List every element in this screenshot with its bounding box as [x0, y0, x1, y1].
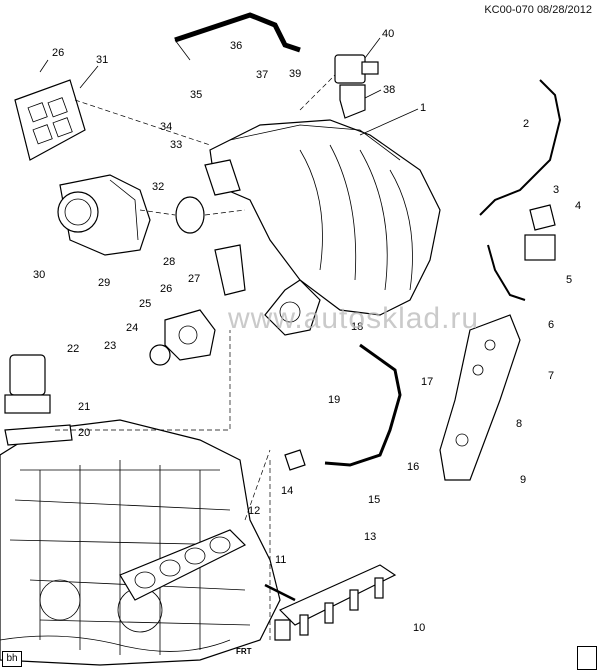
callout-13: 13 — [364, 531, 376, 543]
callout-21: 21 — [78, 401, 90, 413]
hose-36 — [174, 12, 301, 53]
callout-27: 27 — [188, 273, 200, 285]
document-icon — [577, 646, 597, 670]
callout-5: 5 — [566, 274, 572, 286]
diagram-header: KC00-070 08/28/2012 — [484, 4, 592, 16]
callout-8: 8 — [516, 418, 522, 430]
callout-30: 30 — [33, 269, 45, 281]
callout-25: 25 — [139, 298, 151, 310]
callout-11: 11 — [275, 554, 286, 566]
callout-28: 28 — [163, 256, 175, 268]
callout-26b: 26 — [160, 283, 172, 295]
fuel-rail-13 — [274, 564, 397, 641]
gasket-12 — [119, 529, 247, 601]
callout-34: 34 — [160, 121, 172, 133]
forward-arrow-icon: FRT — [236, 647, 252, 656]
diagram-date: 08/28/2012 — [536, 4, 592, 16]
callout-32: 32 — [152, 181, 164, 193]
callout-33: 33 — [170, 139, 182, 151]
callout-31: 31 — [96, 54, 108, 66]
callout-40: 40 — [382, 28, 394, 40]
valve-25 — [164, 309, 216, 361]
hose-2 — [479, 79, 562, 216]
callout-17: 17 — [421, 376, 433, 388]
dashed-guides — [55, 74, 336, 640]
gasket-24 — [149, 344, 171, 366]
gasket-31 — [14, 79, 86, 161]
bracket-38 — [339, 84, 366, 119]
bracket-8 — [439, 314, 521, 481]
seal-32 — [175, 196, 205, 234]
callout-24: 24 — [126, 322, 138, 334]
callout-3: 3 — [553, 184, 559, 196]
hose-6 — [487, 244, 526, 301]
throttle-body — [57, 174, 151, 256]
bracket-27 — [214, 244, 246, 296]
callout-37: 37 — [256, 69, 268, 81]
egr-valve-21 — [4, 354, 51, 414]
callout-12: 12 — [248, 505, 260, 517]
callout-16: 16 — [407, 461, 419, 473]
callout-6: 6 — [548, 319, 554, 331]
bracket-3 — [529, 204, 556, 231]
callout-2: 2 — [523, 118, 529, 130]
callout-9: 9 — [520, 474, 526, 486]
callout-38: 38 — [383, 84, 395, 96]
callout-20: 20 — [78, 427, 90, 439]
callout-29: 29 — [98, 277, 110, 289]
diagram-code: KC00-070 — [484, 4, 534, 16]
callout-4: 4 — [575, 200, 581, 212]
hose-17 — [324, 343, 402, 467]
watermark: www.autosklad.ru — [228, 302, 480, 335]
callout-26: 26 — [52, 47, 64, 59]
solenoid-40 — [334, 54, 379, 84]
callout-19: 19 — [328, 394, 340, 406]
callout-7: 7 — [548, 370, 554, 382]
callout-10: 10 — [413, 622, 425, 634]
sensor-5 — [524, 234, 556, 261]
callout-23: 23 — [104, 340, 116, 352]
callout-1: 1 — [420, 102, 426, 114]
callout-15: 15 — [368, 494, 380, 506]
callout-39: 39 — [289, 68, 301, 80]
callout-14: 14 — [281, 485, 293, 497]
callout-22: 22 — [67, 343, 79, 355]
badge-bh: bh — [2, 651, 22, 667]
pipe-14 — [284, 449, 306, 471]
callout-36: 36 — [230, 40, 242, 52]
stud-11 — [264, 583, 296, 602]
callout-labels: 26 31 36 40 37 39 38 35 1 34 33 2 32 3 4… — [33, 28, 581, 634]
hose-36-end — [174, 39, 191, 61]
forward-label: FRT — [236, 647, 252, 656]
callout-35: 35 — [190, 89, 202, 101]
intake-manifold — [204, 119, 441, 336]
callout-18: 18 — [351, 321, 363, 333]
